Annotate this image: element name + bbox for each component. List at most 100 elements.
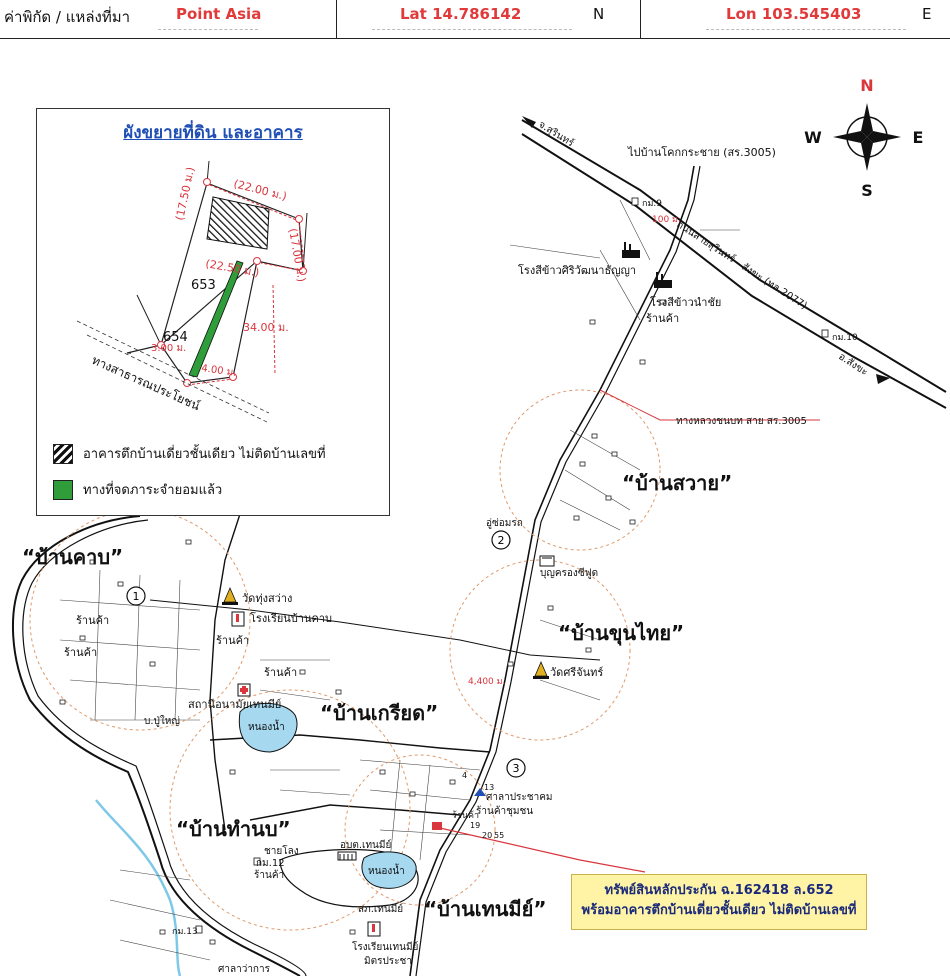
village-road-south	[249, 804, 461, 821]
legend-path: ทางที่จดภาระจำยอมแล้ว	[53, 479, 222, 500]
label-shop: ร้านค้า	[216, 634, 249, 647]
km-marker-icon	[253, 857, 261, 866]
label-pond: หนองน้ำ	[248, 719, 285, 733]
label-school-khap: โรงเรียนบ้านคาบ	[250, 611, 332, 625]
label-shop: ร้านค้า	[452, 810, 479, 821]
plot-diagram: (22.00 ม.) (17.50 ม.) (17.00 ม.) (22.50 …	[76, 160, 308, 424]
school-icon	[367, 921, 381, 937]
label-km9: กม.9	[642, 199, 662, 209]
label-4400m: 4,400 ม.	[468, 677, 505, 687]
lot-number-654: 654	[163, 330, 188, 345]
label-hall: ศาลาประชาคม	[486, 792, 552, 803]
village-kriat: “บ้านเกรียด”	[320, 701, 438, 725]
temple-icon	[222, 586, 238, 605]
note-line1: ทรัพย์สินหลักประกัน ฉ.162418 ล.652	[604, 883, 834, 898]
marker-3: 3	[506, 758, 526, 778]
label-sala: ศาลาว่าการ	[218, 964, 271, 975]
pond	[238, 702, 298, 753]
label-health-station: สถานีอนามัยเทนมีย์	[188, 698, 281, 711]
marker-number: 1	[133, 590, 140, 603]
school-icon	[231, 611, 245, 627]
label-house-no: 20	[482, 831, 492, 840]
outer-road-edge	[22, 519, 307, 976]
label-shop: ร้านค้า	[254, 869, 284, 881]
arrow-to-sangkha-icon	[876, 374, 890, 384]
dim-left: (17.50 ม.)	[173, 166, 197, 222]
label-to-surin: จ.สุรินทร์	[536, 118, 576, 149]
label-shop: ร้านค้า	[76, 614, 109, 627]
dim-width-4m: 4.00 ม.	[201, 363, 237, 379]
east-west-road	[149, 599, 601, 661]
collateral-marker	[432, 822, 442, 830]
temple-icon	[533, 660, 549, 679]
village-khap: “บ้านคาบ”	[22, 545, 123, 569]
compass-west: W	[804, 128, 822, 147]
arrow-to-surin-icon	[522, 116, 536, 128]
label-bunkrong: บุญครองซีฟูด	[540, 567, 598, 579]
note-line2: พร้อมอาคารตึกบ้านเดี่ยวชั้นเดียว ไม่ติดบ…	[581, 903, 857, 918]
source-underline	[158, 29, 258, 30]
health-station-icon	[237, 683, 251, 697]
label-house-no: 55	[494, 831, 504, 840]
leader-rural-road	[599, 389, 820, 421]
label-mill2: โรงสีข้าวนำชัย	[650, 295, 721, 309]
label-house-no: 4	[462, 771, 467, 780]
legend-green-swatch	[53, 479, 73, 500]
dimension-lines	[204, 182, 306, 272]
compass-south: S	[861, 181, 873, 200]
outer-road	[11, 515, 301, 976]
label-km10: กม.10	[832, 333, 858, 343]
dim-top: (22.00 ม.)	[232, 177, 288, 203]
dim-side: 34.00 ม.	[243, 321, 289, 334]
hall-icon	[474, 788, 486, 796]
village-road-ns	[209, 513, 241, 831]
compass-east: E	[913, 128, 924, 147]
inset-plot-plan: ผังขยายที่ดิน และอาคาร (22.00 ม.) (17.50…	[36, 108, 390, 516]
lot-654-boundary	[126, 260, 258, 384]
survey-pins	[157, 178, 307, 387]
label-shop: ร้านค้า	[264, 666, 297, 679]
km-marker-icon	[631, 197, 639, 206]
village-thamnop: “บ้านทำนบ”	[176, 817, 291, 841]
lat-direction: N	[593, 5, 605, 23]
house-markers	[59, 299, 666, 945]
lon-underline	[706, 29, 906, 30]
compass-north: N	[860, 76, 873, 95]
label-shop: ร้านค้า	[64, 646, 97, 659]
label-bpyai: บ.ปู่ใหญ่	[144, 715, 180, 727]
legend-building: อาคารตึกบ้านเดี่ยวชั้นเดียว ไม่ติดบ้านเล…	[53, 443, 326, 464]
rural-road-3005-edge	[415, 165, 701, 976]
label-wat-thung: วัดทุ่งสว่าง	[242, 592, 292, 605]
lon-direction: E	[922, 5, 932, 23]
label-to-sangkha: อ.สังขะ	[836, 351, 869, 378]
legend-hatch-swatch	[53, 443, 73, 464]
lot-boundary-west	[136, 294, 162, 346]
highway-2077	[521, 119, 947, 393]
label-mill1: โรงสีข้าวศิริวัฒนาธัญญา	[518, 263, 636, 277]
government-office-icon	[337, 851, 357, 861]
village-sawai: “บ้านสวาย”	[622, 471, 732, 495]
header-bar: ค่าพิกัด / แหล่งที่มา Point Asia Lat 14.…	[0, 0, 950, 39]
collateral-note: ทรัพย์สินหลักประกัน ฉ.162418 ล.652 พร้อม…	[571, 874, 867, 930]
label-km13: กม.13	[172, 927, 198, 937]
marker-number: 3	[513, 762, 520, 775]
dim-width-3m: 3.00 ม.	[151, 343, 186, 354]
label-house-no: 19	[470, 821, 480, 830]
note-pointer	[439, 827, 646, 873]
lon-value: Lon 103.545403	[726, 5, 862, 23]
dimension-lines	[186, 284, 276, 386]
legend-building-text: อาคารตึกบ้านเดี่ยวชั้นเดียว ไม่ติดบ้านเล…	[83, 447, 326, 462]
label-khailong: ชายโลง	[264, 844, 299, 857]
label-shop-community: ร้านค้าชุมชน	[476, 805, 533, 817]
easement-path	[188, 260, 244, 378]
inset-title: ผังขยายที่ดิน และอาคาร	[123, 123, 303, 143]
label-police: สภ.เทนมีย์	[358, 903, 403, 915]
pond	[361, 851, 417, 889]
ring-road	[279, 848, 419, 908]
building-footprint	[206, 196, 270, 250]
label-100m: 100 ม.	[652, 215, 681, 225]
legend-path-text: ทางที่จดภาระจำยอมแล้ว	[83, 483, 223, 498]
source-value: Point Asia	[176, 5, 262, 23]
label-mitpracha: มิตรประชา	[364, 956, 412, 967]
coord-label: ค่าพิกัด / แหล่งที่มา	[4, 8, 131, 26]
